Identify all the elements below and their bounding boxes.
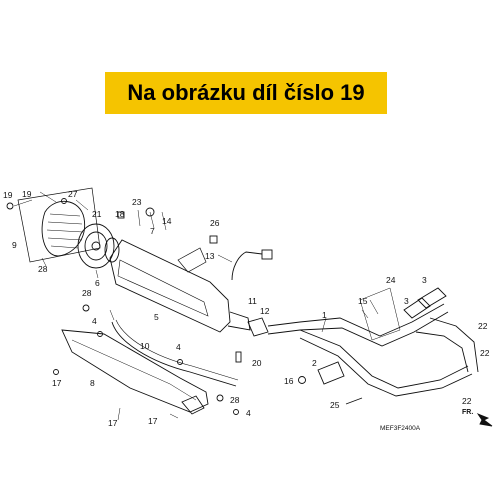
callout-5: 5	[154, 312, 159, 322]
shield-clip	[181, 395, 205, 415]
callout-19b: 19	[22, 189, 32, 199]
callout-22: 22	[478, 321, 488, 331]
pipe-lower-2	[299, 337, 473, 397]
pipe-joint	[247, 317, 269, 337]
shield-leader	[109, 309, 179, 421]
muffler-leader	[137, 209, 167, 231]
callout-10: 10	[140, 341, 150, 351]
end-cap-ribs	[46, 213, 84, 249]
screw-4c	[233, 409, 239, 415]
muffler-heat-guard	[117, 259, 209, 317]
bolt-20	[235, 351, 242, 363]
callout-22b: 22	[480, 348, 490, 358]
bolt-19	[6, 202, 14, 210]
callout-13: 13	[205, 251, 215, 261]
callout-18: 18	[115, 209, 125, 219]
drawing-code: MEF3F2400A	[380, 425, 421, 432]
banner-text: Na obrázku díl číslo 19	[127, 80, 365, 105]
callout-26: 26	[210, 218, 220, 228]
callout-8: 8	[90, 378, 95, 388]
callout-19: 19	[3, 190, 13, 200]
shield-band-10b	[115, 319, 239, 381]
muffler-assembly	[104, 207, 251, 333]
screw-17	[53, 369, 59, 375]
callout-23: 23	[132, 197, 142, 207]
clamp-2	[317, 361, 345, 385]
shield-band-10	[111, 321, 237, 387]
pipe-leader	[321, 299, 379, 333]
bolt-27	[61, 198, 67, 204]
callout-labels: 19 27 21 19 9 28 6 23 18 14 7 26 13 5 28…	[3, 189, 490, 428]
sensor-connector	[261, 249, 273, 260]
direction-label: FR.	[462, 409, 473, 416]
callout-17: 17	[52, 378, 62, 388]
callout-17c: 17	[148, 416, 158, 426]
callout-15: 15	[358, 296, 368, 306]
callout-20: 20	[252, 358, 262, 368]
clamp-assembly	[298, 361, 363, 405]
gasket-plate	[359, 287, 401, 341]
callout-4c: 4	[246, 408, 251, 418]
exhaust-pipe-assembly	[247, 287, 479, 397]
arrow-right-icon	[476, 413, 493, 427]
header-flange-b	[417, 287, 447, 309]
callout-28c: 28	[230, 395, 240, 405]
muffler-outlet	[227, 311, 251, 331]
pipe-header-3	[415, 331, 469, 373]
lower-heat-shield	[53, 304, 242, 421]
screw-4	[97, 331, 103, 337]
muffler-mount-bracket	[177, 247, 207, 273]
callout-17b: 17	[108, 418, 118, 428]
muffler-body	[109, 239, 231, 333]
sensor-leader	[217, 254, 233, 263]
callout-6: 6	[95, 278, 100, 288]
callout-16: 16	[284, 376, 294, 386]
callout-3b: 3	[404, 296, 409, 306]
callout-4b: 4	[176, 342, 181, 352]
muffler-inlet	[104, 237, 120, 263]
nut-16	[298, 376, 306, 384]
washer-23	[145, 207, 155, 217]
callout-28: 28	[38, 264, 48, 274]
end-cap-flange	[77, 223, 115, 269]
end-cap-ring	[84, 231, 108, 261]
callout-4: 4	[92, 316, 97, 326]
screw-4b	[177, 359, 183, 365]
part-number-banner: Na obrázku díl číslo 19	[105, 72, 387, 114]
callout-2: 2	[312, 358, 317, 368]
callout-12: 12	[260, 306, 270, 316]
callout-21: 21	[92, 209, 102, 219]
callout-11: 11	[248, 296, 257, 306]
bolt-18	[117, 211, 125, 219]
callout-3: 3	[422, 275, 427, 285]
sensor-cable	[231, 251, 263, 281]
stud-25	[345, 397, 363, 405]
screw-28	[82, 304, 90, 312]
end-cap-cover	[41, 200, 86, 257]
end-cap-assembly	[6, 187, 115, 279]
screw-28c	[216, 394, 224, 402]
end-cap-leader	[13, 191, 99, 279]
callout-25: 25	[330, 400, 340, 410]
pipe-upper-2	[267, 311, 449, 347]
callout-22c: 22	[462, 396, 472, 406]
callout-24: 24	[386, 275, 396, 285]
bracket-panel	[17, 187, 101, 263]
heat-shield-8	[61, 329, 209, 413]
pipe-header-4	[429, 317, 479, 373]
sensor-wire	[217, 249, 273, 281]
nut-26	[209, 235, 218, 244]
callout-7: 7	[150, 226, 155, 236]
callout-9: 9	[12, 240, 17, 250]
direction-indicator: FR.	[462, 409, 493, 427]
callout-27: 27	[68, 189, 78, 199]
pipe-upper	[267, 303, 445, 337]
callout-28b: 28	[82, 288, 92, 298]
callout-14: 14	[162, 216, 172, 226]
callout-1: 1	[322, 310, 327, 320]
pipe-lower	[299, 329, 469, 389]
heat-shield-inner	[71, 339, 197, 401]
end-cap-bolt	[91, 241, 101, 251]
